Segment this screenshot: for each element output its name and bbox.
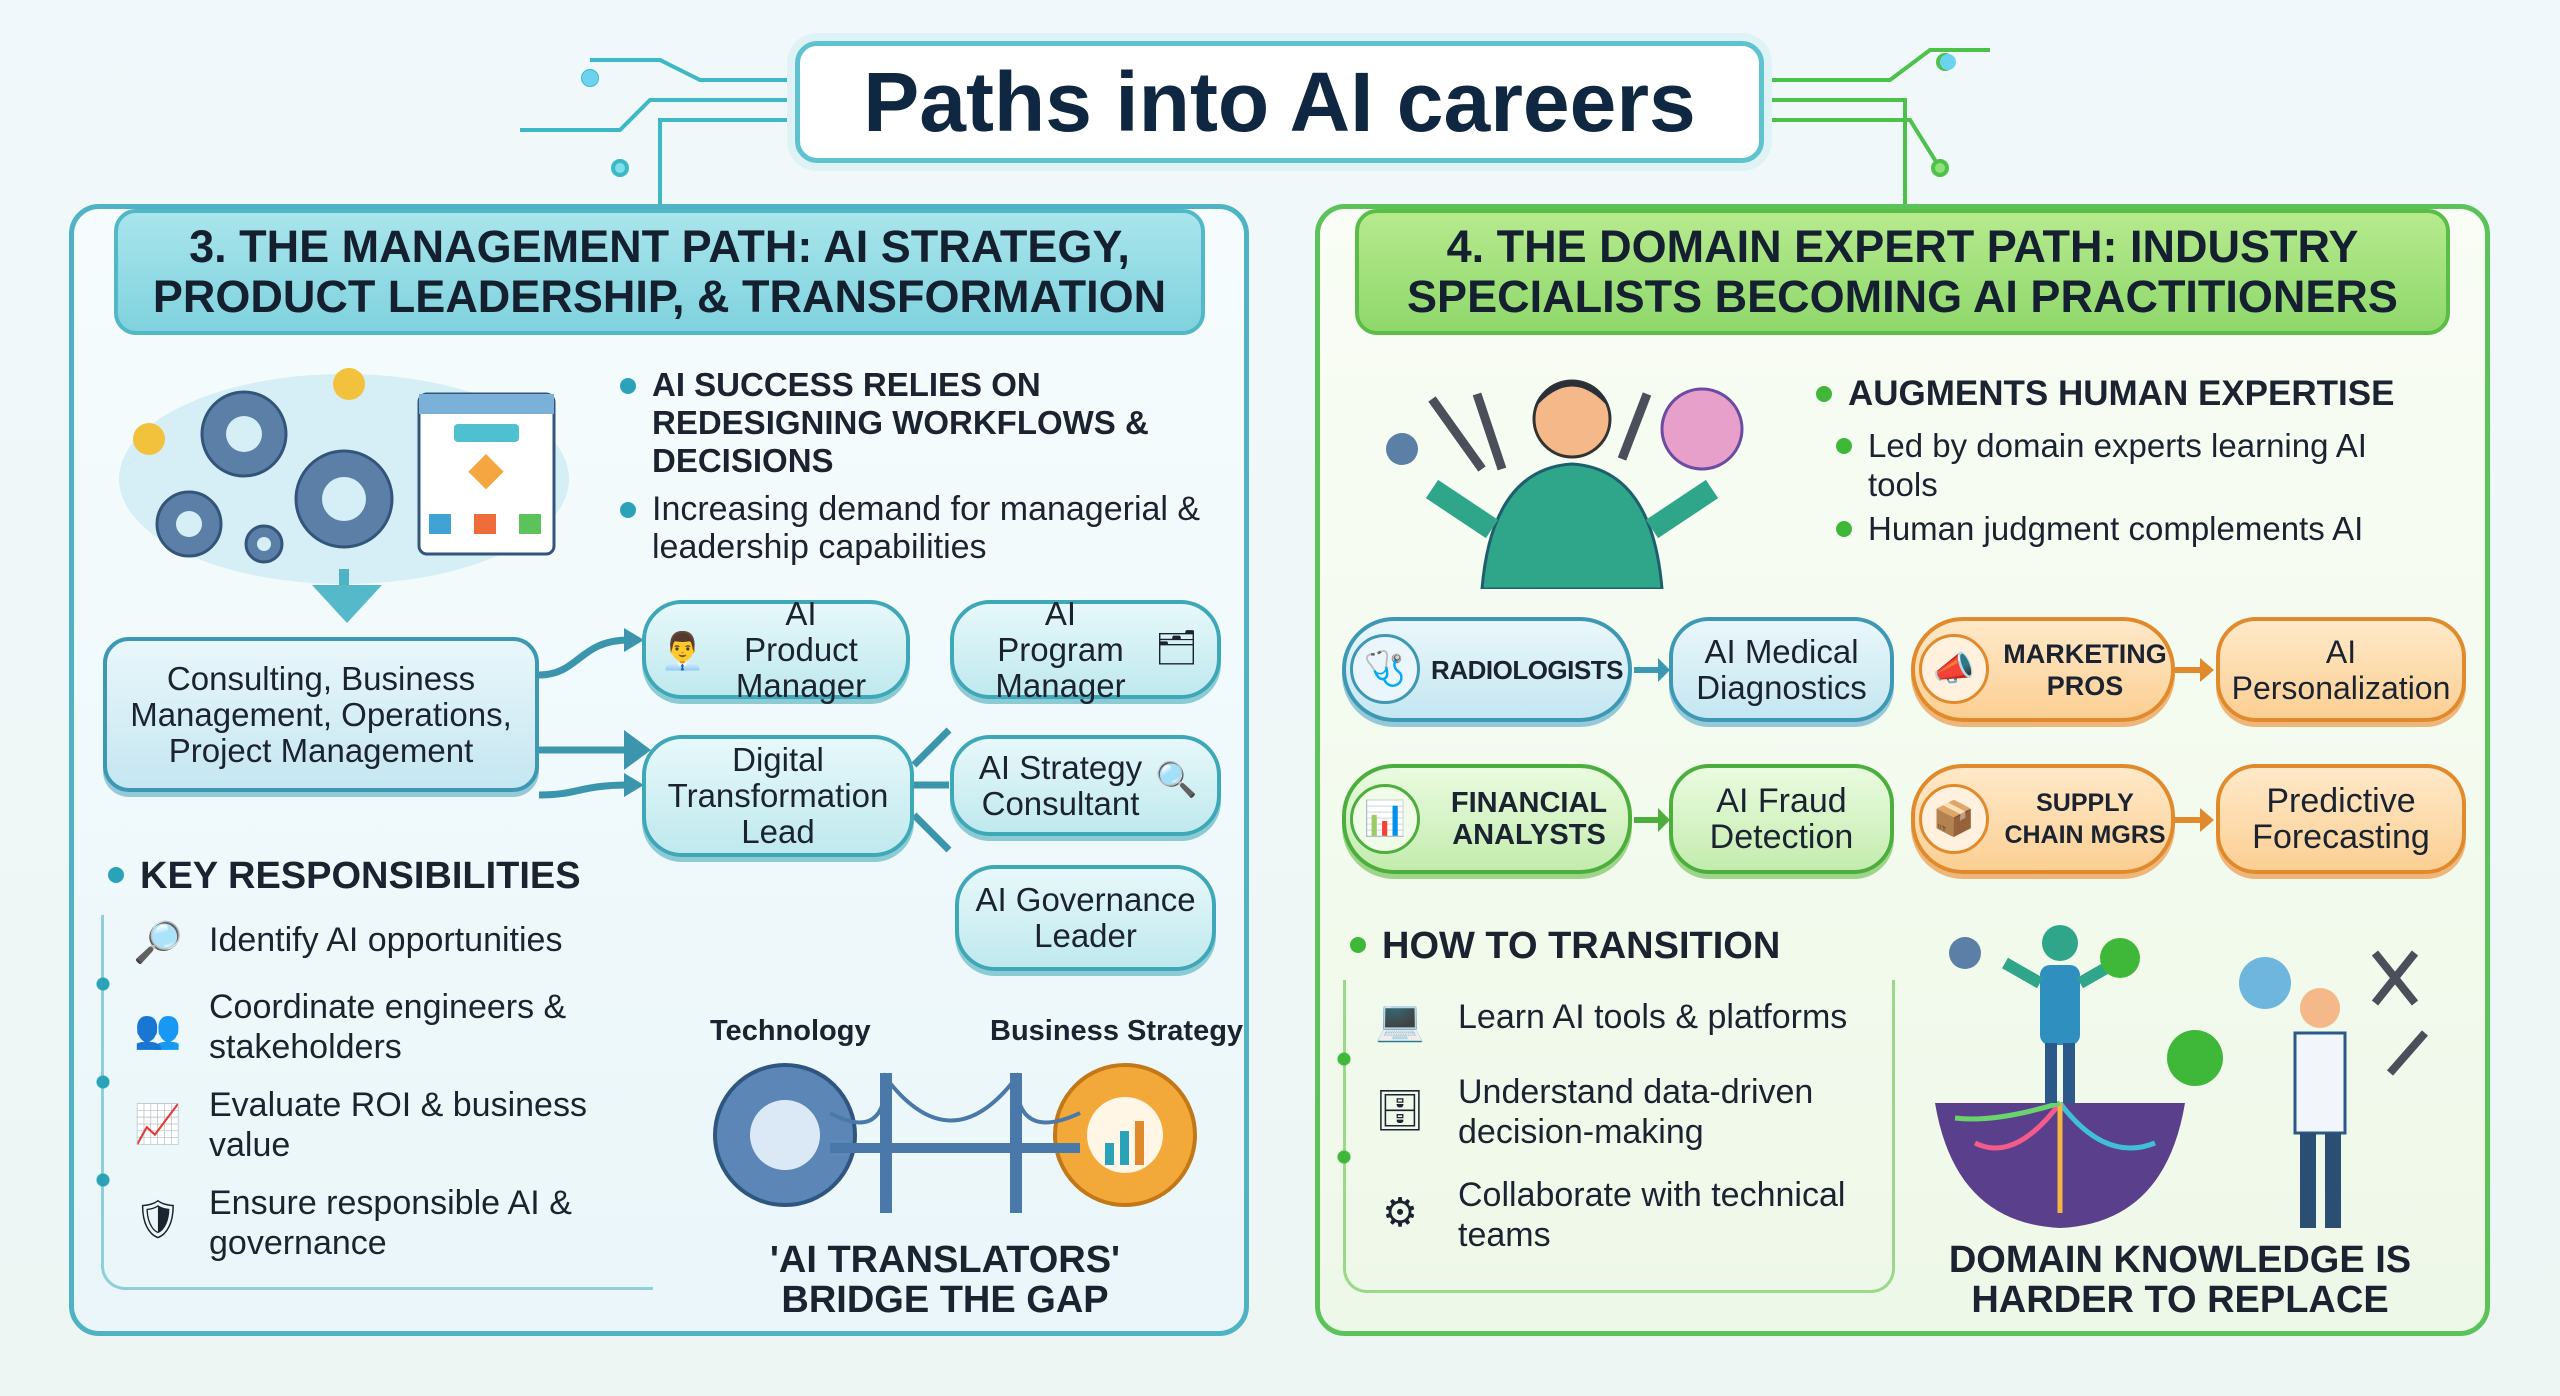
package-box-icon: 📦 — [1919, 784, 1989, 854]
right-sub-bullet-1: Led by domain experts learning AI tools — [1836, 426, 2438, 504]
document-shield-icon: 🛡 — [133, 1199, 183, 1241]
transition-arrows — [1634, 658, 2214, 832]
how-item: Understand data-driven decision-making — [1458, 1073, 1814, 1151]
role-label: AI Strategy Consultant — [978, 748, 1143, 822]
role-ai-strategy-consultant: AI Strategy Consultant — [950, 735, 1221, 836]
domain-expert-illustration — [1386, 379, 1744, 589]
page-title: Paths into AI careers — [795, 41, 1764, 163]
ai-translators-caption-line1: 'AI TRANSLATORS' — [769, 1239, 1121, 1281]
to-ai-medical-diagnostics: AI Medical Diagnostics — [1669, 617, 1894, 722]
how-item: Collaborate with technical teams — [1458, 1176, 1846, 1254]
transition-from-label: RADIOLOGISTS — [1431, 654, 1623, 685]
ai-translators-caption-line2: BRIDGE THE GAP — [781, 1279, 1109, 1321]
responsibility-item: Ensure responsible AI & governance — [209, 1184, 572, 1262]
how-item: Learn AI tools & platforms — [1458, 998, 1848, 1036]
responsibility-item: Identify AI opportunities — [209, 921, 563, 959]
domain-knowledge-caption-line1: DOMAIN KNOWLEDGE IS — [1948, 1239, 2412, 1281]
down-arrow-icon — [312, 585, 382, 623]
role-label: AI Product Manager — [735, 594, 867, 704]
role-ai-governance-leader: AI Governance Leader — [955, 865, 1216, 971]
to-predictive-forecasting: Predictive Forecasting — [2216, 764, 2466, 874]
magnifier-person-icon: 🔍 — [1155, 761, 1198, 799]
role-digital-transformation-lead: Digital Transformation Lead — [642, 735, 914, 857]
doctor-icon: 🩺 — [1350, 634, 1420, 704]
transition-from-label: MARKETING PROS — [2003, 638, 2167, 701]
to-ai-fraud-detection: AI Fraud Detection — [1669, 764, 1894, 874]
person-laptop-icon: 👨‍💼 — [660, 630, 705, 671]
role-ai-product-manager: AI Product Manager — [642, 595, 910, 703]
left-bullet-2: Increasing demand for managerial & leade… — [620, 490, 1242, 566]
bridge-label-technology: Technology — [710, 1015, 871, 1047]
gear-icon: ⚙ — [1382, 1191, 1418, 1235]
flowchart-icon: 🗂 — [1155, 629, 1199, 667]
database-chart-icon: 🗄 — [1374, 1088, 1426, 1133]
source-roles-box: Consulting, Business Management, Operati… — [103, 637, 539, 792]
bridge-label-business-strategy: Business Strategy — [990, 1015, 1244, 1047]
to-ai-personalization: AI Personalization — [2216, 617, 2466, 722]
workflow-gears-illustration — [119, 368, 569, 589]
bullet-dots — [96, 935, 110, 1235]
left-bullet-1: AI SUCCESS RELIES ON REDESIGNING WORKFLO… — [620, 366, 1242, 480]
responsibility-item: Coordinate engineers & stakeholders — [209, 988, 567, 1066]
bar-chart-icon: 📊 — [1350, 784, 1420, 854]
augments-expertise-bullet: AUGMENTS HUMAN EXPERTISE — [1815, 374, 2395, 413]
growth-chart-icon: 📈 — [134, 1104, 182, 1146]
domain-knowledge-illustration — [1935, 925, 2429, 1228]
right-sub-bullet-2: Human judgment complements AI — [1836, 509, 2438, 549]
domain-knowledge-caption-line2: HARDER TO REPLACE — [1971, 1279, 2389, 1321]
role-ai-program-manager: AI Program Manager — [950, 595, 1221, 703]
responsibility-item: Evaluate ROI & business value — [209, 1086, 587, 1164]
flow-arrows — [539, 628, 952, 853]
laptop-search-icon: 💻 — [1375, 998, 1425, 1043]
transition-from-label: SUPPLY CHAIN MGRS — [2004, 789, 2166, 849]
search-gear-icon: 🔎 — [133, 921, 183, 965]
key-responsibilities-heading: KEY RESPONSIBILITIES — [108, 855, 581, 897]
bridge-gears-illustration — [713, 1063, 1197, 1213]
transition-from-label: FINANCIAL ANALYSTS — [1450, 787, 1608, 851]
bullet-dots — [1337, 1010, 1351, 1240]
role-label: AI Program Manager — [995, 594, 1126, 704]
domain-expert-header: 4. THE DOMAIN EXPERT PATH: INDUSTRY SPEC… — [1355, 209, 2450, 335]
management-path-header: 3. THE MANAGEMENT PATH: AI STRATEGY, PRO… — [114, 209, 1205, 335]
megaphone-icon: 📣 — [1919, 634, 1989, 704]
team-network-icon: 👥 — [134, 1009, 182, 1051]
how-to-transition-heading: HOW TO TRANSITION — [1349, 925, 1781, 967]
